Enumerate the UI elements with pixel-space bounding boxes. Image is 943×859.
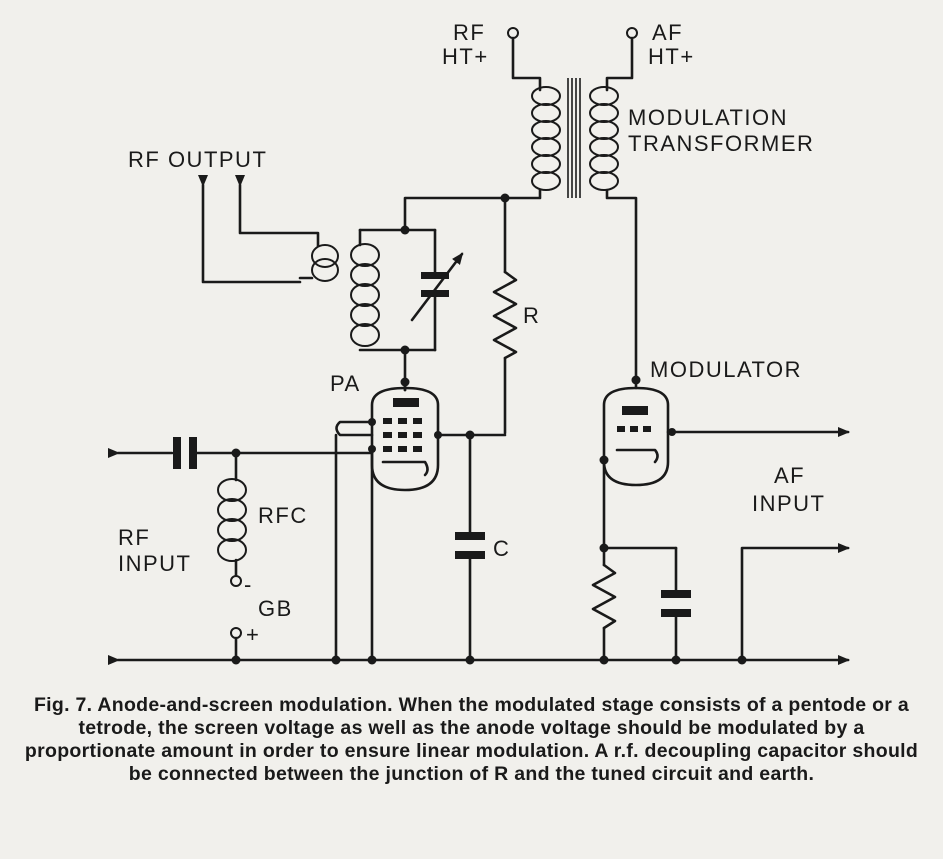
rf-output-link	[198, 175, 339, 284]
figure-caption: Fig. 7. Anode-and-screen modulation. Whe…	[24, 694, 919, 785]
gb-plus-label: +	[246, 622, 260, 647]
cathode-bypass-capacitor	[661, 546, 691, 662]
capacitor-c-label: C	[493, 536, 510, 561]
modulation-transformer	[531, 78, 619, 198]
decoupling-capacitor-c	[455, 433, 485, 662]
pa-label: PA	[330, 371, 361, 396]
pa-valve	[335, 386, 440, 492]
rf-input-coupling	[108, 437, 374, 469]
af-ht-label-line1: AF	[652, 20, 683, 45]
rf-ht-label-line2: HT+	[442, 44, 489, 69]
rf-choke-rfc	[217, 451, 247, 587]
modulator-valve	[602, 386, 670, 487]
rf-ht-terminal	[507, 27, 542, 92]
anode-screen-modulation-schematic: RF HT+ AF HT+ MODULATION TRANSFORMER RF …	[108, 20, 850, 665]
transformer-label-line1: MODULATION	[628, 105, 788, 130]
rf-input-label-line2: INPUT	[118, 551, 192, 576]
junction-dots	[231, 193, 747, 665]
af-input-label-line1: AF	[774, 463, 805, 488]
af-input-label-line2: INPUT	[752, 491, 826, 516]
rf-ht-label-line1: RF	[453, 20, 485, 45]
gb-minus-label: -	[244, 572, 253, 597]
transformer-label-line2: TRANSFORMER	[628, 131, 814, 156]
modulator-label: MODULATOR	[650, 357, 802, 382]
gb-label: GB	[258, 596, 293, 621]
screen-resistor-r	[492, 196, 518, 435]
resistor-r-label: R	[523, 303, 540, 328]
rf-output-label: RF OUTPUT	[128, 147, 267, 172]
af-ht-terminal	[605, 27, 638, 92]
rf-input-label-line1: RF	[118, 525, 150, 550]
gb-plus-terminal	[230, 627, 242, 662]
af-ht-label-line2: HT+	[648, 44, 695, 69]
anode-tank-circuit	[350, 228, 464, 392]
rfc-label: RFC	[258, 503, 308, 528]
cathode-bias-resistor	[591, 546, 678, 662]
